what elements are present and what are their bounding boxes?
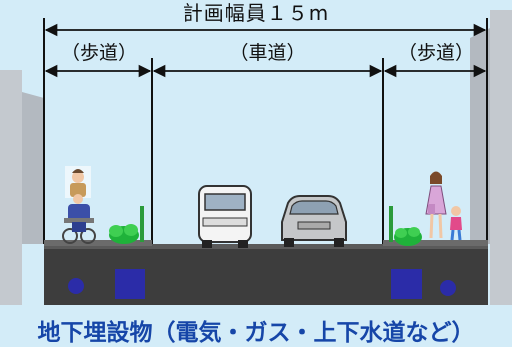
right-building (470, 10, 512, 305)
left-pipe (68, 278, 84, 294)
van-icon (198, 185, 252, 248)
wheelchair-user-icon (62, 166, 96, 244)
right-bush-icon (389, 206, 422, 246)
right-pipe (440, 280, 456, 296)
left-building (0, 70, 44, 305)
left-bush-icon (109, 206, 144, 244)
right-conduit-box (391, 269, 422, 299)
underground-utilities (68, 269, 456, 299)
right-sidewalk-label: （歩道） (397, 42, 474, 64)
planned-width-title: 計画幅員１５m (182, 1, 330, 25)
underground-utilities-caption: 地下埋設物（電気・ガス・上下水道など） (37, 320, 475, 346)
dimension-arrows (44, 23, 487, 78)
left-sidewalk-label: （歩道） (60, 42, 137, 64)
boundary-lines (43, 18, 488, 244)
roadway-label: （車道） (229, 42, 306, 64)
pedestrians-icon (425, 171, 462, 241)
car-icon (281, 195, 347, 247)
left-conduit-box (115, 269, 145, 299)
